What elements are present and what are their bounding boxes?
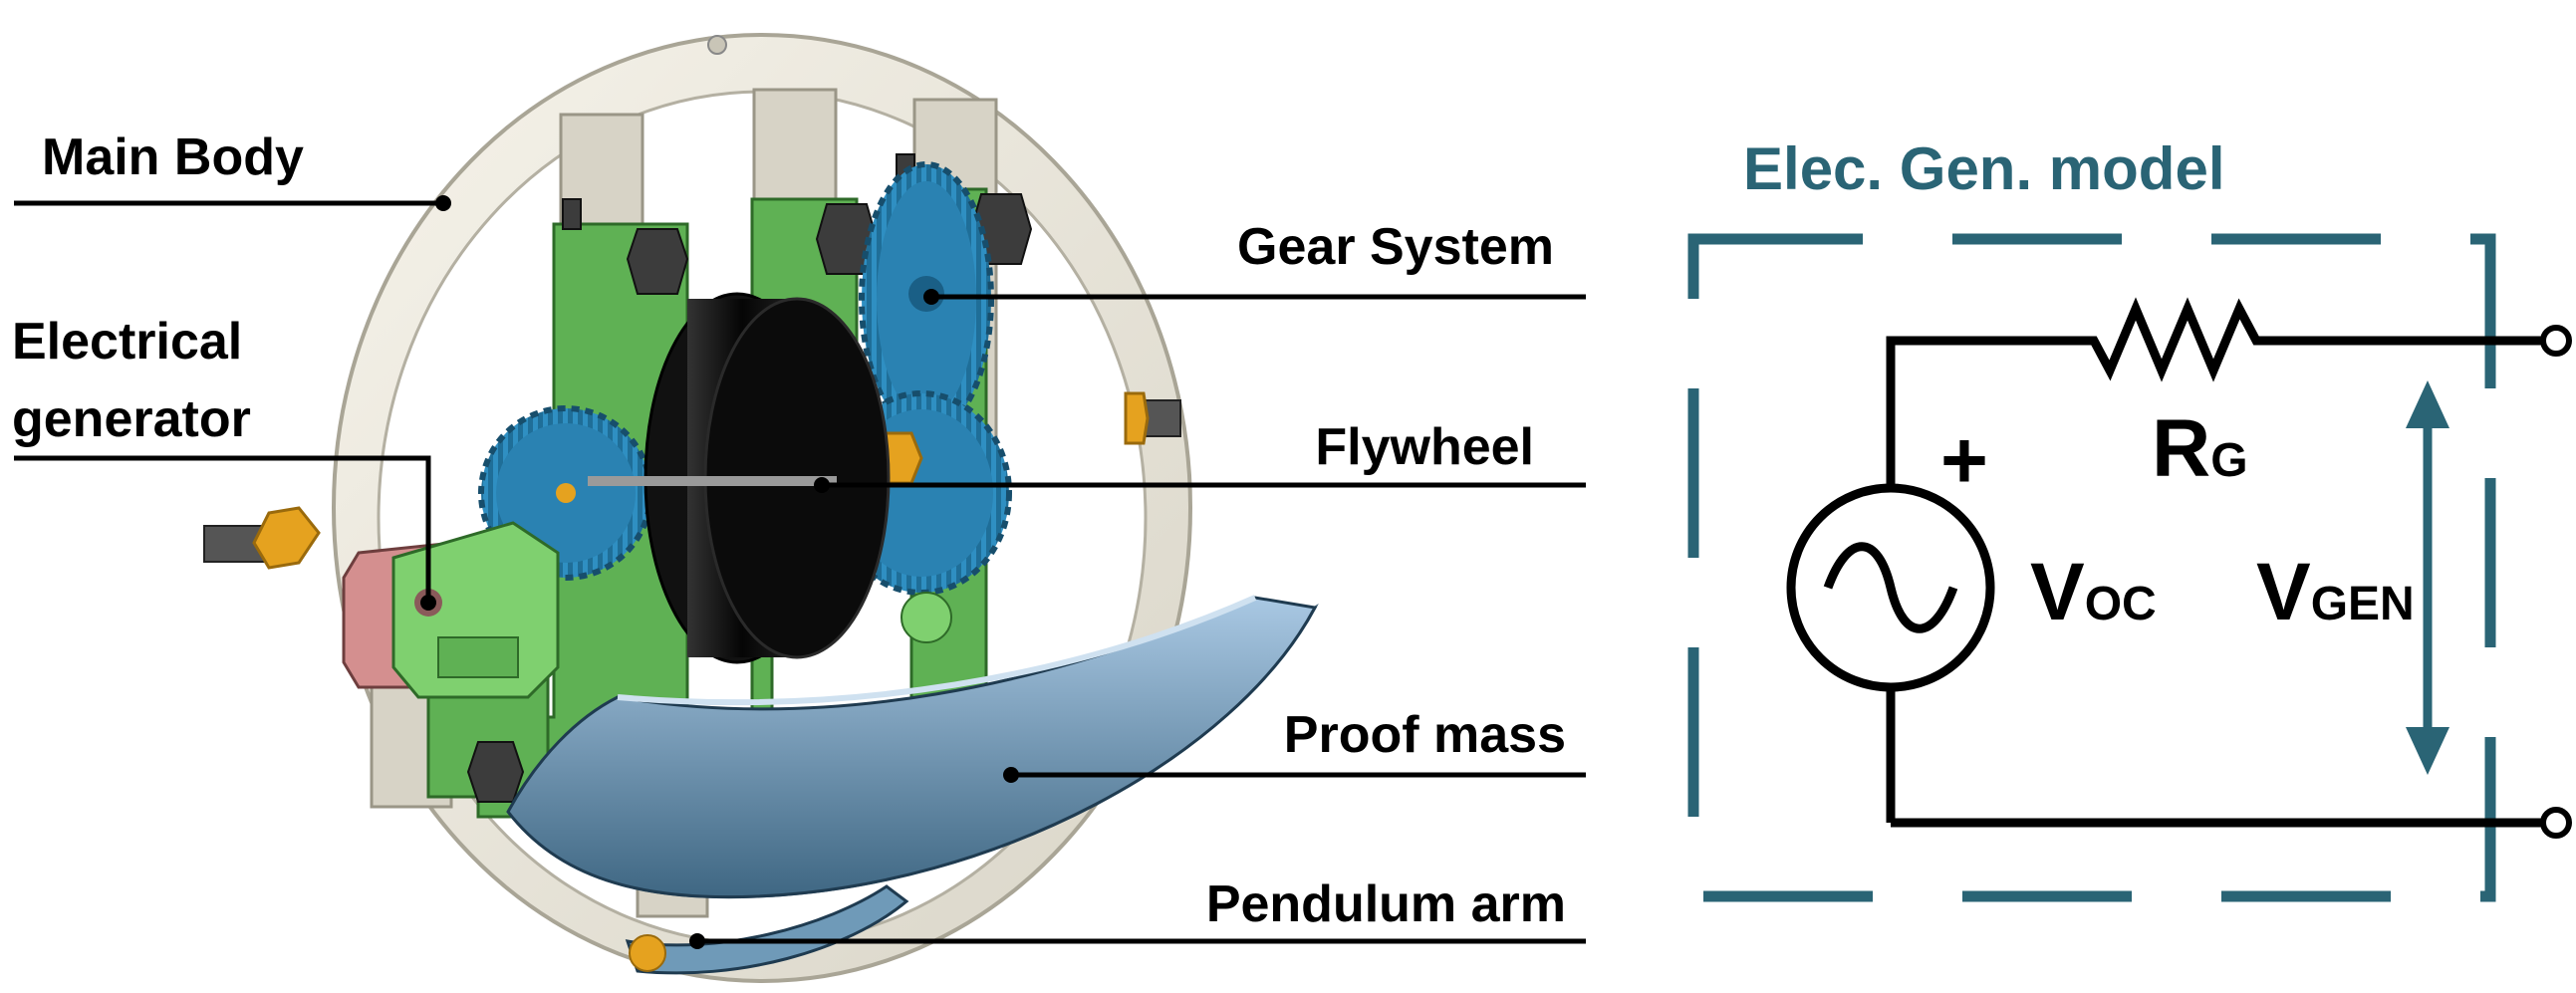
dot-generator [420, 595, 436, 611]
side-bolts [203, 391, 1181, 570]
label-voc: VOC [2030, 547, 2157, 637]
label-flywheel: Flywheel [1315, 418, 1534, 476]
circuit-title: Elec. Gen. model [1743, 135, 2225, 202]
label-electrical-line2: generator [12, 390, 251, 448]
device-illustration [203, 33, 1319, 983]
proof-mass [506, 595, 1319, 899]
voc-sub: OC [2085, 578, 2157, 630]
vgen-main: V [2256, 547, 2311, 637]
dot-proof-mass [1003, 767, 1019, 783]
leader-lines [14, 200, 1586, 944]
ac-source-symbol [1786, 483, 1995, 692]
dot-main-body [435, 195, 451, 211]
label-pendulum-arm: Pendulum arm [1206, 875, 1566, 933]
label-gear-system: Gear System [1237, 218, 1554, 276]
flywheel [588, 292, 891, 664]
rg-main: R [2152, 403, 2210, 494]
circuit-wires [1886, 297, 2550, 828]
electrical-generator [342, 521, 560, 699]
rg-sub: G [2210, 434, 2247, 487]
voc-main: V [2030, 547, 2085, 637]
label-proof-mass: Proof mass [1284, 706, 1566, 764]
label-vgen: VGEN [2256, 547, 2415, 637]
label-main-body: Main Body [42, 128, 304, 186]
plus-sign: + [1940, 415, 1988, 506]
terminal-bottom [2540, 807, 2572, 839]
dot-gear [923, 289, 939, 305]
vgen-sub: GEN [2311, 578, 2415, 630]
generator-circuit-model: Elec. Gen. model + RG VOC VGEN [1687, 135, 2572, 902]
terminal-top [2540, 325, 2572, 357]
dot-pendulum [689, 933, 705, 949]
label-electrical-line1: Electrical [12, 313, 242, 371]
label-rg: RG [2152, 403, 2248, 494]
circuit-dashed-box [1687, 233, 2496, 902]
vgen-arrow [2406, 380, 2449, 775]
dot-flywheel [814, 477, 830, 493]
leader-dots [420, 195, 1019, 949]
